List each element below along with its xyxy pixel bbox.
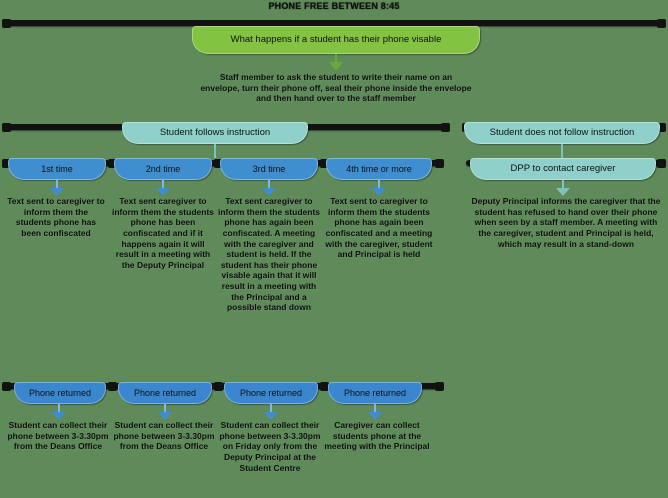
staff-action-text: Staff member to ask the student to write… <box>200 72 472 104</box>
step-detail-2: Text sent caregiver to inform them the s… <box>112 196 215 270</box>
connector-notfollows-to-dpp <box>561 144 563 158</box>
steps-rail-cap-l <box>2 159 11 168</box>
step-node-4[interactable]: 4th time or more <box>326 158 432 180</box>
returned-label-2: Phone returned <box>133 387 197 398</box>
root-node-label: What happens if a student has their phon… <box>230 33 442 45</box>
returned-label-1: Phone returned <box>28 387 92 398</box>
arrow-returned-2 <box>158 412 172 420</box>
root-node[interactable]: What happens if a student has their phon… <box>192 26 480 54</box>
branch-not-follows-instruction[interactable]: Student does not follow instruction <box>464 122 660 144</box>
top-rail-cap-left <box>2 19 11 28</box>
connector-returned-4 <box>374 404 376 414</box>
steps-rail-divider-3 <box>320 159 329 168</box>
step-label-2: 2nd time <box>145 163 181 174</box>
connector-step-2 <box>162 180 164 190</box>
returned-node-1[interactable]: Phone returned <box>14 382 106 404</box>
branch-rail-left-cap-l <box>2 123 11 132</box>
branch-follows-instruction-label: Student follows instruction <box>159 126 271 138</box>
step-label-1: 1st time <box>41 163 73 174</box>
steps-rail-divider-2 <box>214 159 223 168</box>
step-label-3: 3rd time <box>252 163 286 174</box>
arrow-step-3 <box>262 188 276 196</box>
arrow-returned-3 <box>264 412 278 420</box>
returned-node-2[interactable]: Phone returned <box>118 382 212 404</box>
dpp-node[interactable]: DPP to contact caregiver <box>470 158 656 180</box>
returned-rail-divider-3 <box>320 382 329 391</box>
returned-detail-2: Student can collect their phone between … <box>113 420 215 452</box>
returned-node-4[interactable]: Phone returned <box>328 382 422 404</box>
returned-label-3: Phone returned <box>239 387 303 398</box>
step-node-2[interactable]: 2nd time <box>114 158 212 180</box>
connector-returned-3 <box>270 404 272 414</box>
branch-follows-instruction[interactable]: Student follows instruction <box>122 122 308 144</box>
dpp-node-label: DPP to contact caregiver <box>510 162 616 174</box>
connector-follows-to-steps <box>214 144 216 158</box>
steps-rail-divider-1 <box>108 159 117 168</box>
connector-step-1 <box>56 180 58 190</box>
returned-rail-cap-r <box>435 382 444 391</box>
connector-step-3 <box>268 180 270 190</box>
step-detail-1: Text sent to caregiver to inform them th… <box>7 196 105 238</box>
steps-rail-cap-r <box>435 159 444 168</box>
top-rail <box>6 20 662 26</box>
connector-returned-2 <box>164 404 166 414</box>
arrow-root-to-staff <box>329 62 343 71</box>
returned-detail-4: Caregiver can collect students phone at … <box>324 420 430 452</box>
returned-detail-3: Student can collect their phone between … <box>219 420 321 473</box>
page-title: PHONE FREE BETWEEN 8:45 <box>268 1 400 11</box>
returned-detail-1: Student can collect their phone between … <box>7 420 109 452</box>
arrow-step-1 <box>50 188 64 196</box>
returned-rail <box>6 383 440 389</box>
returned-rail-cap-l <box>2 382 11 391</box>
step-node-1[interactable]: 1st time <box>8 158 106 180</box>
returned-label-4: Phone returned <box>343 387 407 398</box>
step-label-4: 4th time or more <box>346 163 412 174</box>
arrow-returned-4 <box>368 412 382 420</box>
returned-node-3[interactable]: Phone returned <box>224 382 318 404</box>
arrow-dpp <box>556 188 570 196</box>
returned-rail-divider-1 <box>108 382 117 391</box>
step-detail-3: Text sent caregiver to inform them the s… <box>218 196 321 313</box>
branch-rail-right-cap-r <box>657 123 666 132</box>
connector-root-to-staff <box>335 54 337 64</box>
connector-dpp <box>562 180 564 190</box>
returned-rail-divider-2 <box>214 382 223 391</box>
arrow-step-2 <box>156 188 170 196</box>
step-detail-4: Text sent to caregiver to inform them th… <box>325 196 433 260</box>
dpp-rail-cap-r <box>657 159 666 168</box>
connector-returned-1 <box>58 404 60 414</box>
connector-step-4 <box>378 180 380 190</box>
dpp-detail: Deputy Principal informs the caregiver t… <box>471 196 661 249</box>
branch-not-follows-instruction-label: Student does not follow instruction <box>489 126 635 138</box>
top-rail-cap-right <box>657 19 666 28</box>
step-node-3[interactable]: 3rd time <box>220 158 318 180</box>
arrow-step-4 <box>372 188 386 196</box>
branch-rail-left-cap-r <box>441 123 450 132</box>
arrow-returned-1 <box>52 412 66 420</box>
